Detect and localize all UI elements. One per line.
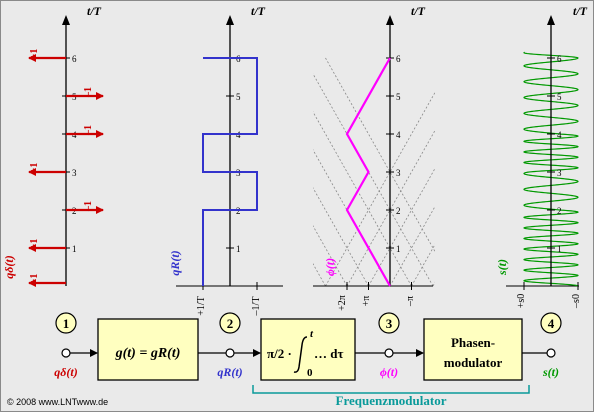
- p4-ylabel: s(t): [495, 259, 509, 276]
- dirac-label: +1: [29, 163, 40, 174]
- p4-ticks: 1 2 3 4 5 6: [523, 54, 579, 290]
- p1-ticks-label: 3: [72, 168, 77, 178]
- node-3-marker: 3: [378, 312, 400, 334]
- node-2-signal: qR(t): [217, 365, 242, 379]
- block-phase-modulator: Phasen- modulator: [423, 318, 523, 381]
- p4-xtick-plus: +s0: [516, 294, 527, 309]
- dirac-label: –1: [83, 201, 94, 212]
- p4-time-axis-label: t/T: [573, 4, 588, 18]
- node-1-dot: [61, 348, 71, 358]
- dirac-label: +1: [29, 239, 40, 250]
- p4-ticks-label: 6: [557, 54, 562, 64]
- dirac-label: +1: [29, 274, 40, 285]
- node-1-signal: qδ(t): [54, 365, 77, 379]
- node-3-dot: [384, 348, 394, 358]
- p2-ticks-label: 5: [236, 92, 241, 102]
- node-2-dot: [225, 348, 235, 358]
- p4-ticks-label: 1: [557, 244, 562, 254]
- block-diagram: 1 2 3 4 qδ(t) qR(t) ϕ(t) s(t) g(t) = gR(…: [54, 312, 562, 408]
- node-3-signal: ϕ(t): [380, 365, 398, 379]
- block-2-upper: t: [310, 328, 314, 340]
- node-4-dot: [546, 348, 556, 358]
- p2-time-axis-arrowhead: [226, 15, 234, 25]
- p1-ylabel: qδ(t): [2, 255, 16, 278]
- p2-ylabel: qR(t): [168, 250, 182, 275]
- p2-time-axis-label: t/T: [251, 4, 266, 18]
- node-4-signal: s(t): [542, 365, 559, 379]
- p3-xtick-pi: +π: [361, 296, 372, 307]
- p4-fm-signal: [523, 51, 579, 287]
- block-1-text: g(t) = gR(t): [115, 346, 181, 361]
- panel-signal: 1 2 3 4 5 6 t/T s(t) +s0 –s0: [495, 4, 588, 309]
- p2-waveform: [202, 57, 258, 286]
- p2-xtick-minus: –1/T: [251, 297, 262, 317]
- p3-ticks-label: 4: [396, 130, 401, 140]
- p3-ticks: 1 2 3 4 5 6: [346, 54, 412, 290]
- p1-time-axis-arrowhead: [62, 15, 70, 25]
- p3-xtick-2pi: +2π: [337, 295, 348, 311]
- node-2-number: 2: [227, 316, 234, 331]
- p1-pulses: +1 +1 –1 +1 –1 –1 +1: [28, 49, 104, 287]
- p2-ticks-label: 1: [236, 244, 241, 254]
- grid-line: [432, 281, 435, 287]
- node-3-number: 3: [386, 316, 393, 331]
- p1-time-axis-label: t/T: [87, 4, 102, 18]
- p3-ticks-label: 2: [396, 206, 401, 216]
- p3-ticks-label: 6: [396, 54, 401, 64]
- p3-ticks-label: 3: [396, 168, 401, 178]
- grid-line: [346, 129, 435, 287]
- p1-ticks-label: 6: [72, 54, 77, 64]
- p3-time-axis-arrowhead: [386, 15, 394, 25]
- block-3-line2: modulator: [444, 355, 503, 370]
- node-1-number: 1: [63, 316, 70, 331]
- p3-time-axis-label: t/T: [411, 4, 426, 18]
- node-4-marker: 4: [540, 312, 562, 334]
- grid-line: [389, 205, 435, 287]
- p4-ticks-label: 2: [557, 206, 562, 216]
- dirac-label: +1: [29, 49, 40, 60]
- p3-ylabel: ϕ(t): [323, 258, 337, 276]
- grid-line: [411, 243, 435, 287]
- panel-phase: 1 2 3 4 5 6 t/T ϕ(t) +2π +π –π: [313, 4, 435, 311]
- node-4-number: 4: [548, 316, 555, 331]
- integral-sign: [293, 336, 308, 373]
- block-impulse-shaper: g(t) = gR(t): [97, 318, 199, 381]
- fm-bracket: [252, 385, 530, 394]
- fm-bracket-label: Frequenzmodulator: [336, 393, 447, 408]
- p4-ticks-label: 3: [557, 168, 562, 178]
- block-2-prefix: π/2 ·: [267, 346, 292, 361]
- p1-ticks-label: 1: [72, 244, 77, 254]
- dirac-label: –1: [83, 87, 94, 98]
- p3-ticks-label: 1: [396, 244, 401, 254]
- p3-ticks-label: 5: [396, 92, 401, 102]
- p3-phase-path: [345, 57, 391, 287]
- grid-line: [313, 187, 369, 287]
- p2-xtick-plus: +1/T: [196, 296, 207, 316]
- p4-xtick-minus: –s0: [571, 294, 582, 309]
- block-2-lower: 0: [307, 367, 313, 379]
- block-integrator: π/2 · t 0 … dτ: [260, 318, 356, 381]
- block-3-line1: Phasen-: [451, 335, 495, 350]
- node-1-marker: 1: [55, 312, 77, 334]
- p4-ticks-label: 5: [557, 92, 562, 102]
- p4-time-axis-arrowhead: [547, 15, 555, 25]
- p4-ticks-label: 4: [557, 130, 562, 140]
- block-2-suffix: … dτ: [314, 346, 343, 361]
- copyright: © 2008 www.LNTwww.de: [7, 397, 108, 407]
- dirac-label: –1: [83, 125, 94, 136]
- node-2-marker: 2: [219, 312, 241, 334]
- p3-xtick-minus-pi: –π: [405, 296, 416, 307]
